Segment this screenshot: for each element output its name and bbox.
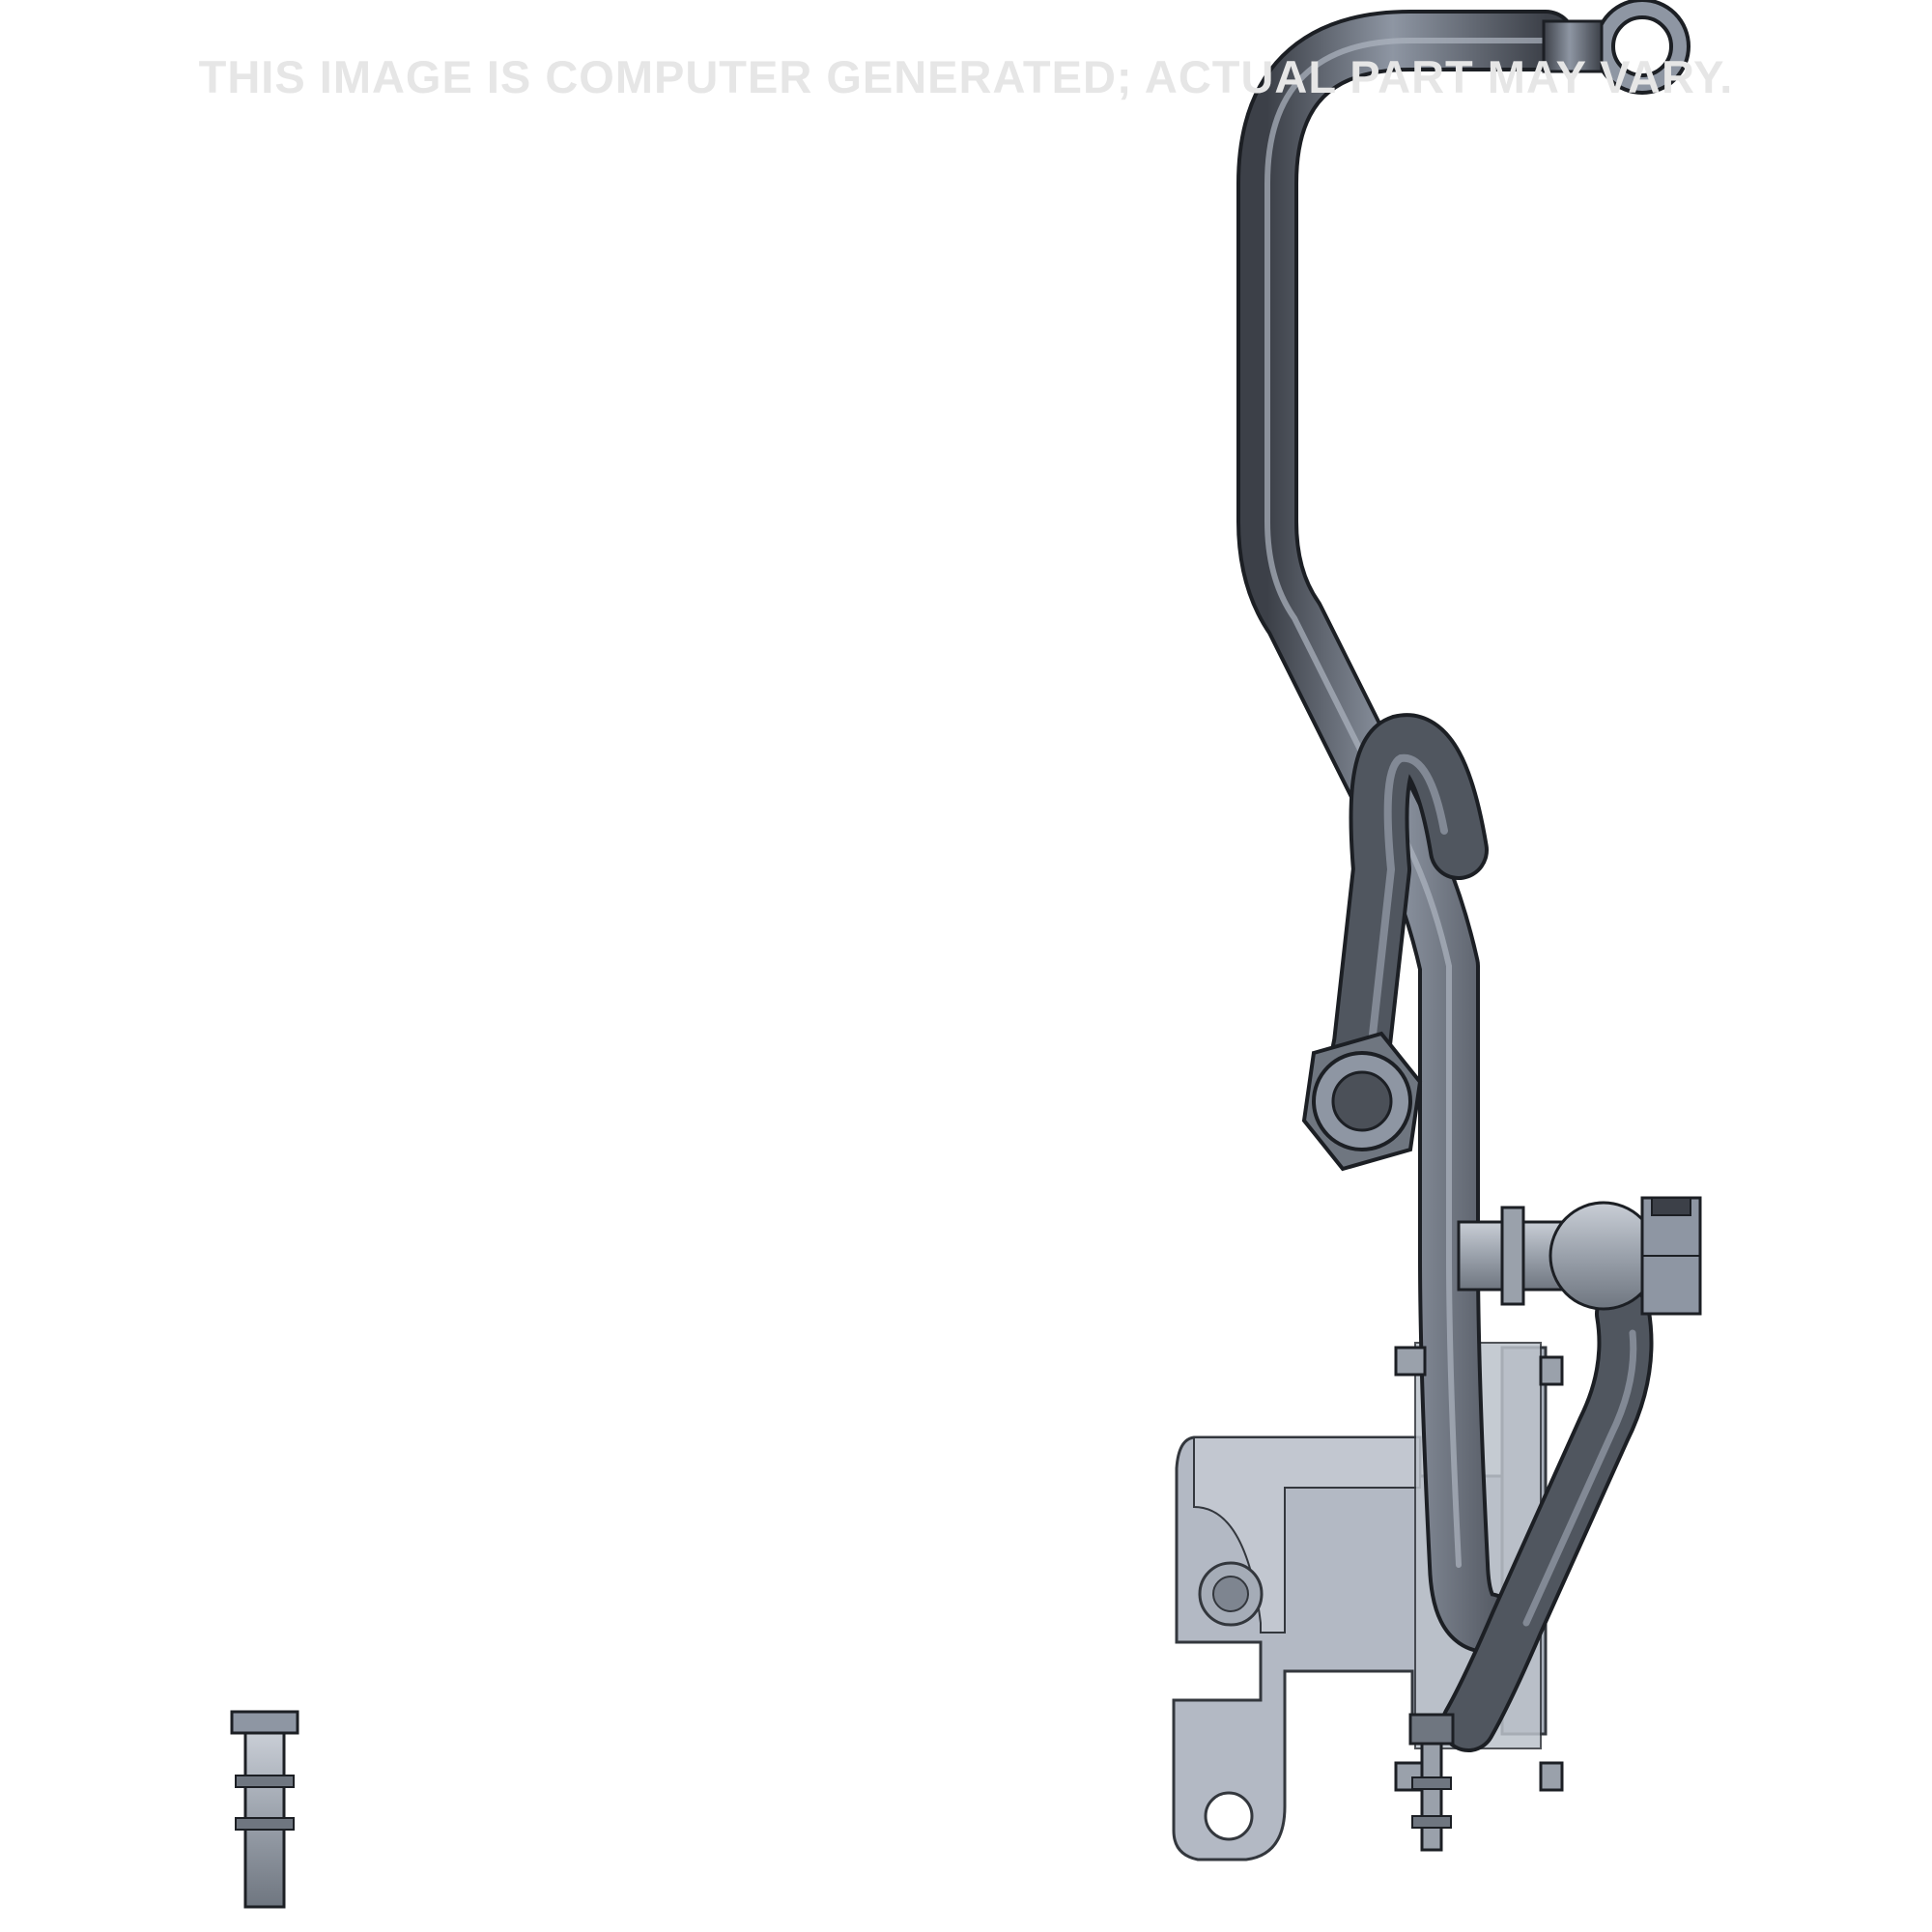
- bracket-hole-lower: [1204, 1791, 1254, 1841]
- bracket-hole-upper-inner: [1212, 1576, 1249, 1612]
- bolt-head: [230, 1710, 299, 1735]
- washer-upper: [235, 1775, 295, 1788]
- bracket-upper-flange: [1193, 1436, 1421, 1634]
- bracket-bolts: [1394, 1346, 1564, 1852]
- washer-lower: [235, 1817, 295, 1831]
- elbow-fitting: [1457, 1196, 1702, 1316]
- loose-bolt-with-washers: [230, 1710, 299, 1909]
- banjo-eye-fitting: [1542, 0, 1690, 95]
- flare-nut-fitting: [1301, 1031, 1423, 1172]
